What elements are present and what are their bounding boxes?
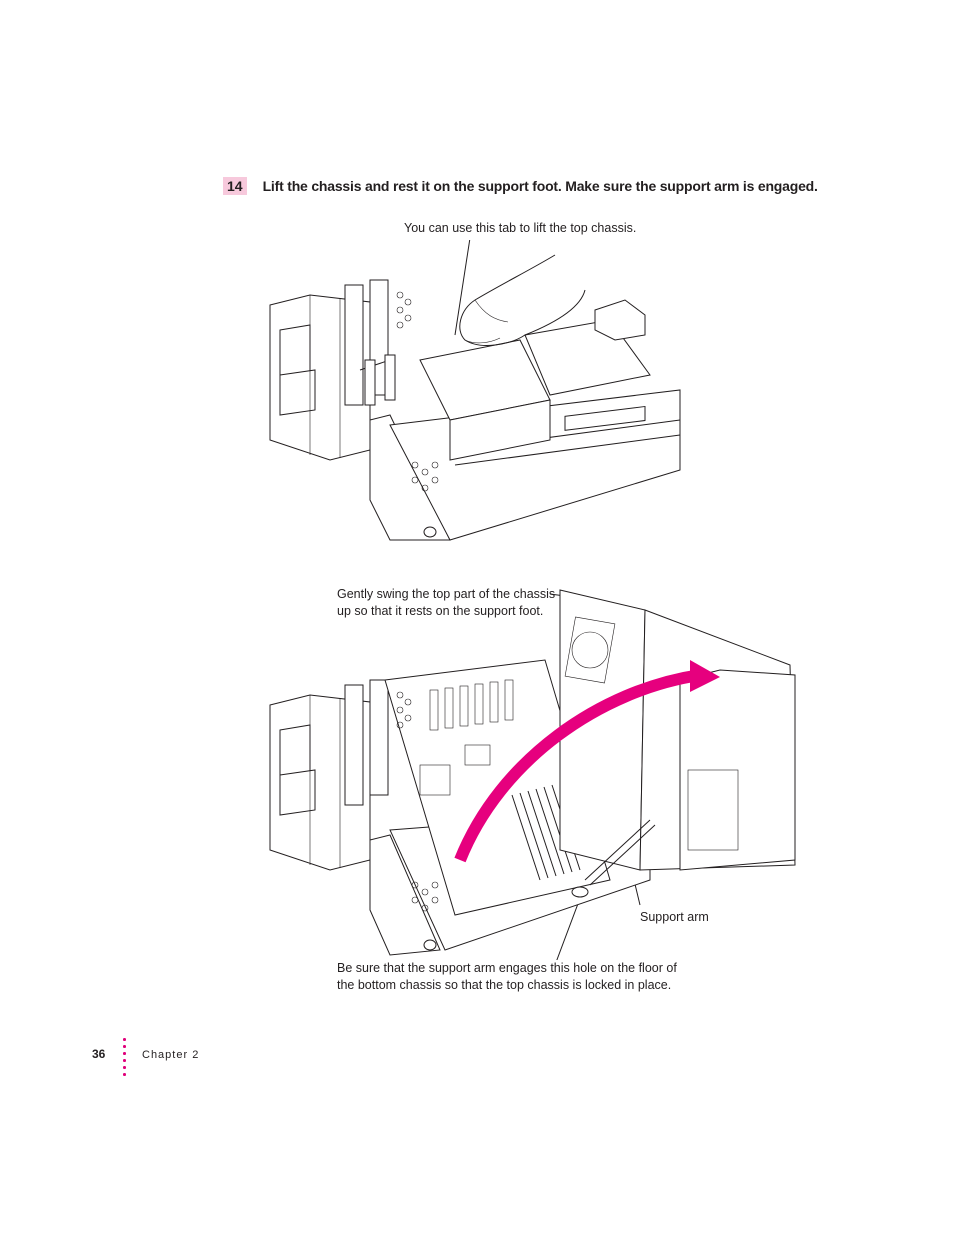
- callout-swing-line-1: Gently swing the top part of the chassis: [337, 587, 556, 601]
- callout-swing-line-2: up so that it rests on the support foot.: [337, 604, 544, 618]
- callout-swing-chassis: Gently swing the top part of the chassis…: [337, 586, 555, 620]
- footer-dot-divider: [123, 1038, 127, 1080]
- page-number: 36: [92, 1047, 106, 1061]
- callout-hole-line-1: Be sure that the support arm engages thi…: [337, 961, 677, 975]
- callout-hole-line-2: the bottom chassis so that the top chass…: [337, 978, 672, 992]
- callout-lift-tab: You can use this tab to lift the top cha…: [404, 221, 637, 235]
- chapter-label: Chapter 2: [142, 1049, 200, 1061]
- step-heading: 14 Lift the chassis and rest it on the s…: [223, 177, 818, 195]
- swing-arrow: [454, 669, 701, 863]
- open-chassis-illustration: [269, 589, 796, 960]
- closed-chassis-illustration: [269, 240, 681, 541]
- callout-support-arm: Support arm: [640, 910, 709, 924]
- swing-arrowhead: [690, 660, 720, 692]
- step-instruction: Lift the chassis and rest it on the supp…: [262, 178, 818, 194]
- step-number: 14: [223, 177, 247, 195]
- callout-engage-hole: Be sure that the support arm engages thi…: [337, 960, 677, 994]
